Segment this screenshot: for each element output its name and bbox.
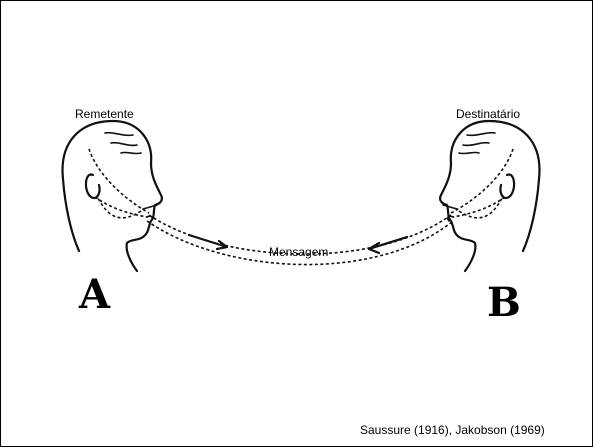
receiver-label: Destinatário (456, 107, 520, 121)
message-label: Mensagem (269, 245, 328, 259)
sender-label: Remetente (75, 107, 134, 121)
citation: Saussure (1916), Jakobson (1969) (360, 423, 545, 437)
arrow-b-to-a (369, 237, 407, 253)
arrow-a-to-b (189, 235, 227, 249)
letter-b: B (487, 279, 521, 326)
head-a-ear (86, 174, 100, 198)
head-b-ear (500, 174, 514, 198)
head-b-outline (440, 121, 539, 271)
letter-a: A (79, 271, 110, 318)
